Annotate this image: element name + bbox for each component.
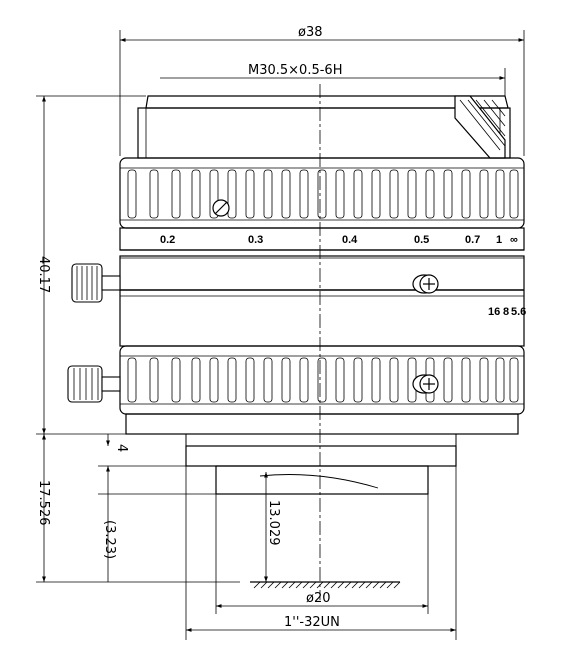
aperture-scale: 16 8 5.6: [488, 306, 526, 318]
dim-body-length: 40.17: [36, 256, 51, 293]
dim-mount-length: 17.526: [36, 480, 51, 526]
dim-rear-diameter: ø20: [306, 591, 331, 606]
distance-mark-6: ∞: [510, 234, 518, 246]
dim-outer-diameter: ø38: [298, 25, 323, 40]
dim-ref-value: (3.23): [102, 520, 117, 559]
dim-thread: M30.5×0.5-6H: [248, 63, 342, 78]
distance-mark-5: 1: [496, 234, 502, 246]
image-plane-hatch: [253, 581, 401, 589]
dim-back-focal: 13.029: [266, 500, 281, 546]
phillips-screw-icon: [412, 374, 439, 394]
slot-screw-icon: [212, 199, 230, 217]
distance-mark-3: 0.5: [414, 234, 429, 246]
iris-ring-knurling: [127, 357, 519, 403]
aperture-mark-0: 16: [488, 306, 500, 318]
distance-mark-2: 0.4: [342, 234, 358, 246]
dimension-lines: [36, 30, 525, 640]
dim-flange-offset: 4: [114, 444, 129, 452]
dim-mount-thread: 1''-32UN: [284, 615, 340, 630]
front-barrel: [137, 107, 511, 159]
distance-scale-band: [119, 227, 525, 251]
distance-mark-0: 0.2: [160, 234, 175, 246]
aperture-mark-2: 5.6: [511, 306, 526, 318]
lens-body: [119, 95, 525, 495]
front-cap: [145, 95, 509, 109]
mount-flange: [185, 445, 457, 467]
distance-mark-4: 0.7: [465, 234, 480, 246]
mount-thread: [215, 465, 429, 495]
iris-lock-screw: [67, 365, 121, 403]
focus-lock-screw: [71, 263, 121, 303]
middle-body: [119, 255, 525, 347]
distance-scale: 0.2 0.3 0.4 0.5 0.7 1 ∞: [160, 234, 518, 246]
rear-body: [125, 413, 519, 435]
phillips-screw-icon: [412, 274, 439, 294]
focus-ring-knurling: [127, 169, 519, 219]
aperture-mark-1: 8: [503, 306, 509, 318]
distance-mark-1: 0.3: [248, 234, 263, 246]
